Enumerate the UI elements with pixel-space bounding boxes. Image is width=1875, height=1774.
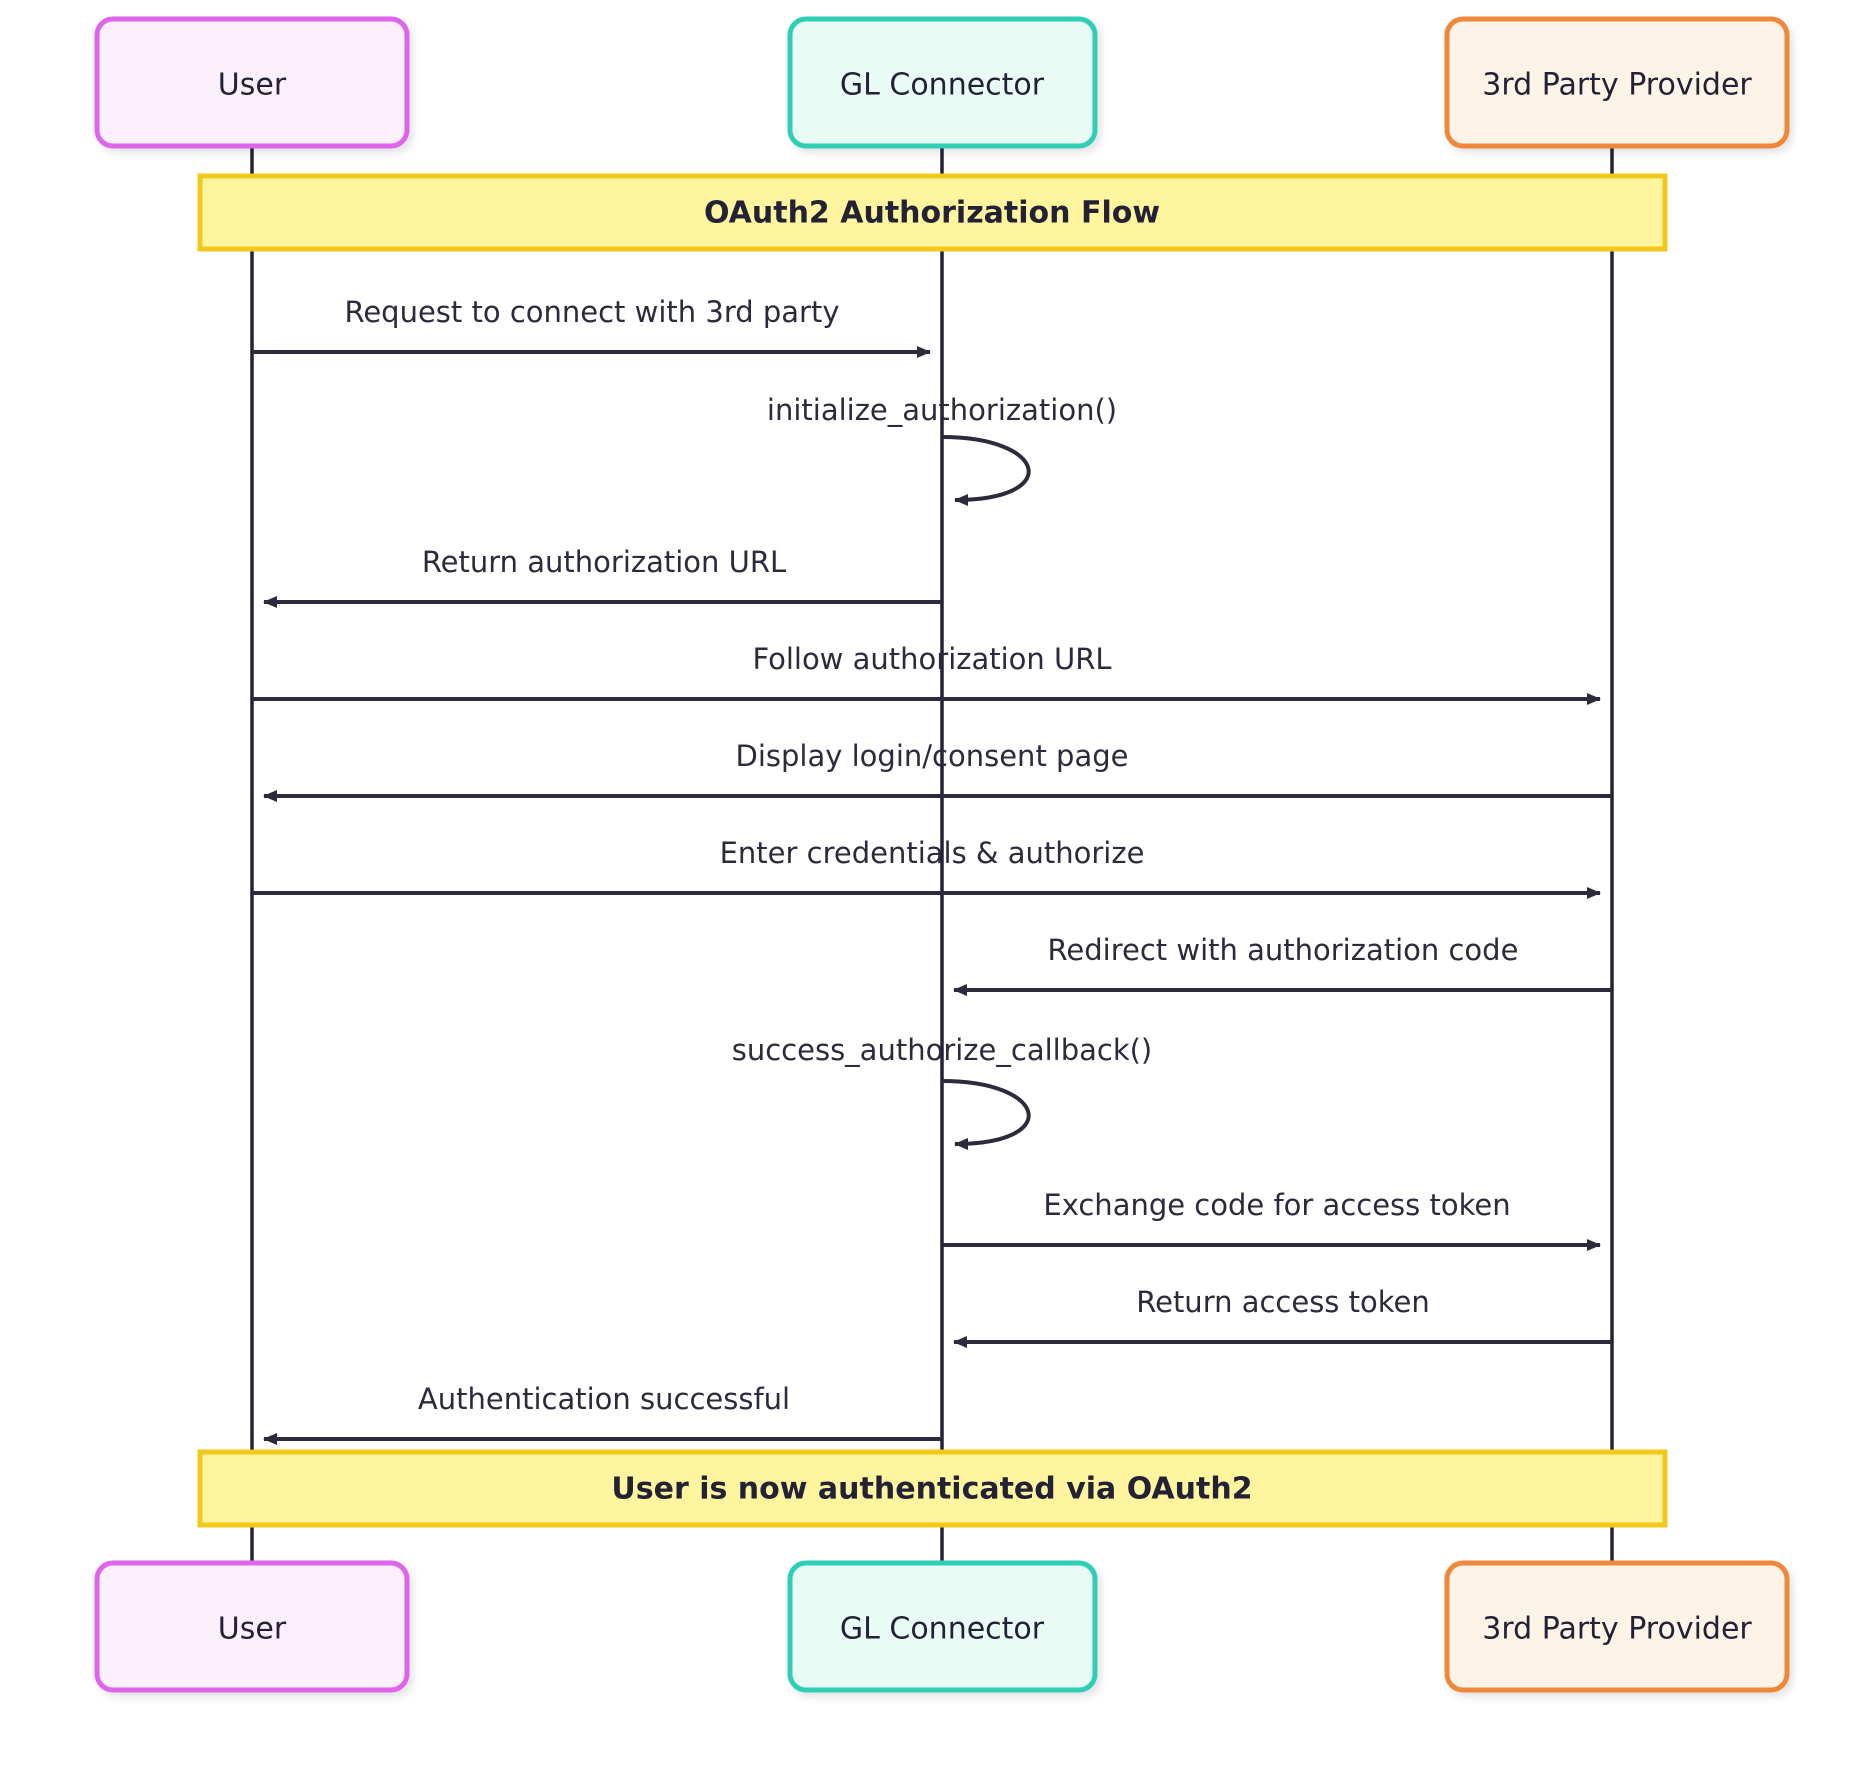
- message-9-label: Exchange code for access token: [1043, 1188, 1510, 1222]
- actor-box-connector-bottom[interactable]: GL Connector: [787, 1560, 1098, 1693]
- message-6-label: Enter credentials & authorize: [720, 836, 1145, 870]
- actor-box-provider-bottom[interactable]: 3rd Party Provider: [1444, 1560, 1790, 1693]
- actor-box-user-top[interactable]: User: [94, 16, 410, 149]
- note-banner-bottom-label: User is now authenticated via OAuth2: [611, 1472, 1252, 1507]
- actor-label-provider-top: 3rd Party Provider: [1482, 68, 1752, 103]
- message-1: Request to connect with 3rd party: [252, 295, 931, 358]
- actor-label-user-bottom: User: [218, 1612, 287, 1647]
- message-5: Display login/consent page: [263, 739, 1612, 802]
- message-2-self-loop-arrow: [941, 435, 1031, 506]
- message-7: Redirect with authorization code: [953, 933, 1612, 996]
- actor-label-user-top: User: [218, 68, 287, 103]
- actor-label-connector-top: GL Connector: [840, 68, 1045, 103]
- message-3-label: Return authorization URL: [422, 545, 786, 579]
- message-8: success_authorize_callback(): [732, 1033, 1153, 1150]
- actor-box-user-top-rect[interactable]: [94, 16, 410, 149]
- message-5-label: Display login/consent page: [736, 739, 1129, 773]
- message-2-label: initialize_authorization(): [767, 393, 1117, 427]
- note-banner-top-rect: [197, 173, 1668, 252]
- actor-box-connector-top-rect[interactable]: [787, 16, 1098, 149]
- message-8-self-loop-arrow: [941, 1079, 1031, 1150]
- actor-box-provider-bottom-rect[interactable]: [1444, 1560, 1790, 1693]
- note-banner-top-label: OAuth2 Authorization Flow: [704, 196, 1160, 231]
- actor-box-user-bottom-rect[interactable]: [94, 1560, 410, 1693]
- actor-box-connector-top[interactable]: GL Connector: [787, 16, 1098, 149]
- message-11-label: Authentication successful: [418, 1382, 790, 1416]
- actor-box-user-bottom[interactable]: User: [94, 1560, 410, 1693]
- actor-box-provider-top-rect[interactable]: [1444, 16, 1790, 149]
- lifelines: [250, 140, 1614, 1620]
- message-6: Enter credentials & authorize: [252, 836, 1601, 899]
- message-2: initialize_authorization(): [767, 393, 1117, 506]
- message-9: Exchange code for access token: [942, 1188, 1601, 1251]
- message-7-label: Redirect with authorization code: [1048, 933, 1519, 967]
- note-banner-bottom-rect: [197, 1449, 1668, 1528]
- actor-box-connector-bottom-rect[interactable]: [787, 1560, 1098, 1693]
- message-4: Follow authorization URL: [252, 642, 1601, 705]
- actor-label-connector-bottom: GL Connector: [840, 1612, 1045, 1647]
- note-banner-top: OAuth2 Authorization Flow: [197, 173, 1668, 252]
- message-1-label: Request to connect with 3rd party: [344, 295, 839, 329]
- message-11: Authentication successful: [263, 1382, 942, 1445]
- note-banner-bottom: User is now authenticated via OAuth2: [197, 1449, 1668, 1528]
- message-4-label: Follow authorization URL: [752, 642, 1111, 676]
- actor-label-provider-bottom: 3rd Party Provider: [1482, 1612, 1752, 1647]
- message-3: Return authorization URL: [263, 545, 942, 608]
- message-8-label: success_authorize_callback(): [732, 1033, 1153, 1067]
- actor-box-provider-top[interactable]: 3rd Party Provider: [1444, 16, 1790, 149]
- message-10-label: Return access token: [1136, 1285, 1429, 1319]
- message-10: Return access token: [953, 1285, 1612, 1348]
